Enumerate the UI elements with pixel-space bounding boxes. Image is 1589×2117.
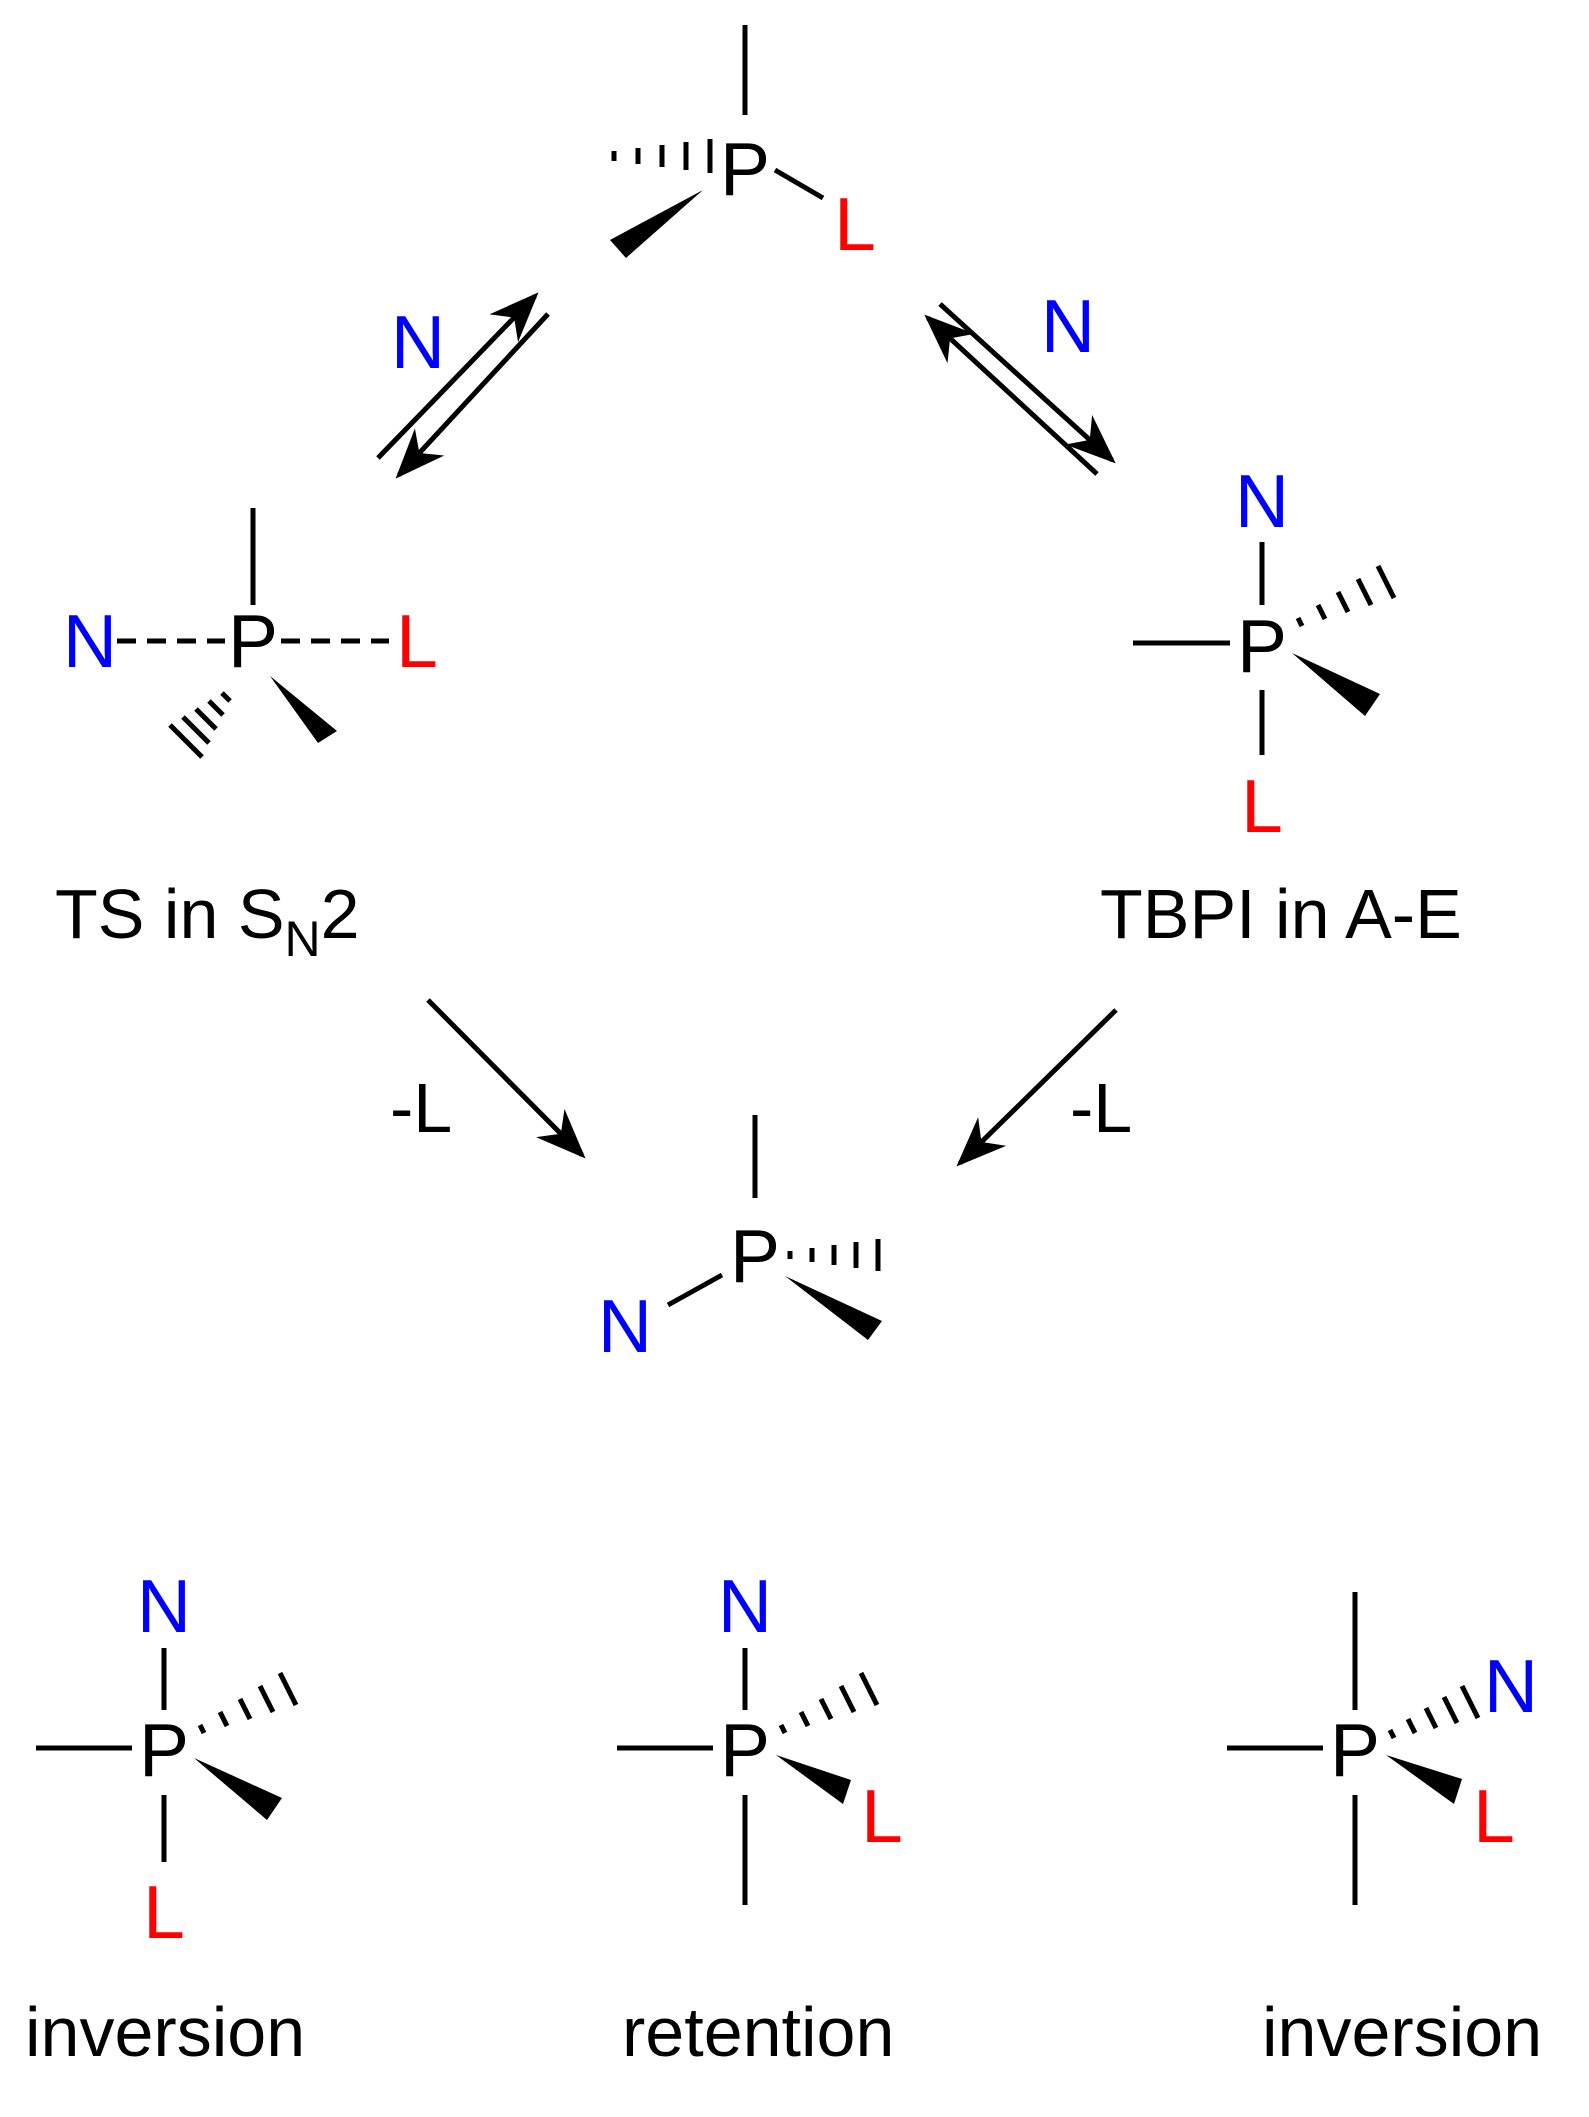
phosphorus-atom: P — [228, 599, 278, 683]
phosphorus-atom: P — [1237, 604, 1287, 688]
leaving-group-atom: L — [834, 182, 876, 266]
solid-wedge-bond — [270, 676, 337, 743]
nucleophile-atom: N — [63, 599, 117, 683]
phosphorus-atom: P — [730, 1214, 780, 1298]
bond — [773, 167, 825, 201]
solid-wedge-bond — [194, 1758, 282, 1820]
elimination-label: -L — [390, 1069, 452, 1147]
hashed-wedge-bond — [1295, 564, 1397, 628]
phosphorus-atom: P — [1330, 1708, 1380, 1792]
tbp-isomer-inversion-left: N P L — [36, 1564, 299, 1954]
hashed-wedge-bond — [168, 691, 232, 759]
nucleophile-atom: N — [137, 1564, 191, 1648]
stereo-outcome-label: inversion — [1262, 1993, 1542, 2071]
phosphorus-atom: P — [720, 127, 770, 211]
transition-state-label: TS in SN2 — [55, 875, 360, 967]
equilibrium-arrow-left — [376, 292, 550, 479]
hashed-wedge-bond — [778, 1671, 880, 1735]
product-molecule: P N — [598, 1115, 882, 1368]
nucleophile-reagent-label: N — [391, 300, 445, 384]
elimination-arrow-right — [956, 1008, 1118, 1167]
stereo-outcome-label: retention — [622, 1993, 894, 2071]
nucleophile-reagent-label: N — [1041, 284, 1095, 368]
phosphorus-atom: P — [720, 1708, 770, 1792]
leaving-group-atom: L — [861, 1774, 903, 1858]
leaving-group-atom: L — [1473, 1774, 1515, 1858]
transition-state-molecule: N P L — [63, 508, 438, 759]
leaving-group-atom: L — [1241, 764, 1283, 848]
solid-wedge-bond — [1386, 1755, 1462, 1804]
hashed-wedge-bond — [787, 1239, 881, 1271]
bond — [666, 1272, 724, 1308]
elimination-arrow-left — [426, 998, 586, 1159]
tbp-intermediate-label: TBPI in A-E — [1100, 875, 1462, 953]
reactant-molecule: P L — [610, 25, 876, 266]
phosphorus-atom: P — [139, 1708, 189, 1792]
solid-wedge-bond — [776, 1755, 851, 1804]
nucleophile-atom: N — [1235, 459, 1289, 543]
tbp-isomer-retention: N P L — [617, 1564, 903, 1905]
equilibrium-arrow-right — [924, 302, 1116, 476]
tbp-isomer-inversion-right: P N L — [1227, 1592, 1538, 1905]
solid-wedge-bond — [610, 190, 703, 258]
solid-wedge-bond — [785, 1276, 882, 1340]
leaving-group-atom: L — [143, 1870, 185, 1954]
elimination-label: -L — [1070, 1069, 1132, 1147]
hashed-wedge-bond — [1387, 1684, 1481, 1740]
stereo-outcome-label: inversion — [25, 1993, 305, 2071]
hashed-wedge-bond — [197, 1671, 299, 1735]
nucleophile-atom: N — [1484, 1644, 1538, 1728]
nucleophile-atom: N — [718, 1564, 772, 1648]
nucleophile-atom: N — [598, 1284, 652, 1368]
tbp-intermediate-molecule: N P L — [1133, 459, 1397, 848]
solid-wedge-bond — [1292, 653, 1380, 716]
hashed-wedge-bond — [611, 139, 713, 173]
leaving-group-atom: L — [396, 599, 438, 683]
